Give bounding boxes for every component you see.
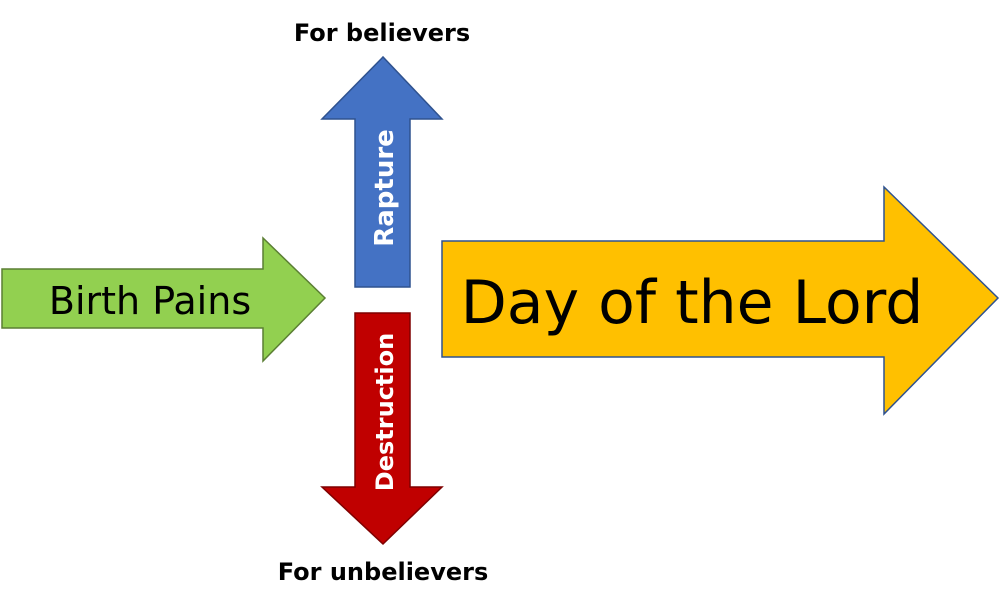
birth-pains-arrow: Birth Pains [1,236,327,363]
birth-pains-label: Birth Pains [49,279,251,323]
rapture-arrow: Rapture [320,55,444,288]
for-believers-caption: For believers [294,19,470,47]
rapture-label: Rapture [370,129,400,247]
birth-pains-arrow-shape [1,236,327,363]
for-unbelievers-caption: For unbelievers [278,558,489,586]
destruction-label: Destruction [371,333,399,491]
day-of-the-lord-label: Day of the Lord [461,268,924,338]
day-of-the-lord-arrow-shape [441,185,1000,416]
day-of-the-lord-arrow: Day of the Lord [441,185,1000,416]
destruction-arrow: Destruction [320,312,444,546]
destruction-arrow-shape [320,312,444,546]
rapture-arrow-shape [320,55,444,288]
